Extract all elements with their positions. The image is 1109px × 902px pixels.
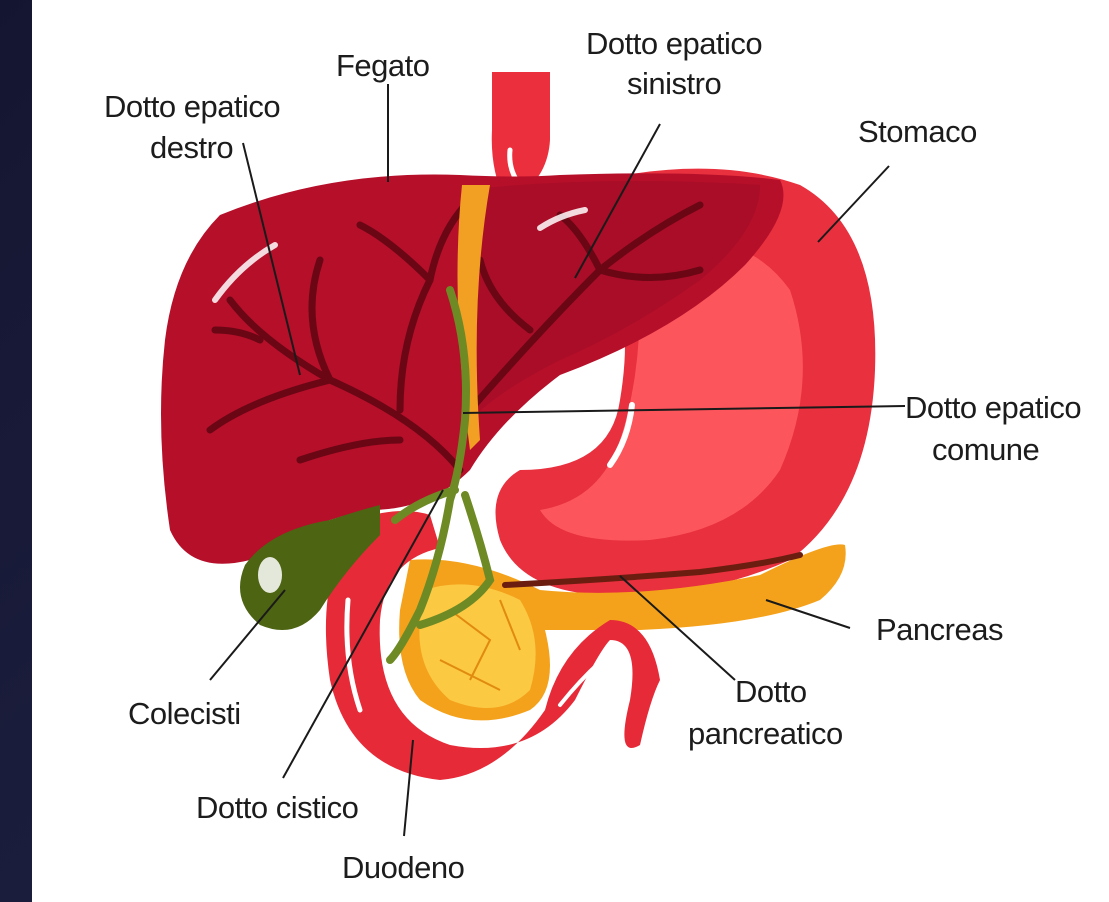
label-colecisti: Colecisti bbox=[128, 696, 241, 731]
label-dotto-epatico-comune-line1: Dotto epatico bbox=[905, 390, 1081, 425]
label-dotto-pancreatico-line2: pancreatico bbox=[688, 716, 843, 751]
label-stomaco: Stomaco bbox=[858, 114, 977, 149]
label-fegato: Fegato bbox=[336, 48, 430, 83]
leader-stomaco bbox=[818, 166, 889, 242]
label-duodeno: Duodeno bbox=[342, 850, 464, 885]
label-dotto-epatico-destro-line1: Dotto epatico bbox=[104, 89, 280, 124]
label-pancreas: Pancreas bbox=[876, 612, 1003, 647]
label-dotto-cistico: Dotto cistico bbox=[196, 790, 358, 825]
label-dotto-epatico-sinistro-line1: Dotto epatico bbox=[586, 26, 762, 61]
label-dotto-epatico-comune-line2: comune bbox=[932, 432, 1039, 467]
label-dotto-epatico-sinistro-line2: sinistro bbox=[627, 66, 721, 101]
label-dotto-epatico-destro-line2: destro bbox=[150, 130, 233, 165]
label-dotto-pancreatico-line1: Dotto bbox=[735, 674, 807, 709]
